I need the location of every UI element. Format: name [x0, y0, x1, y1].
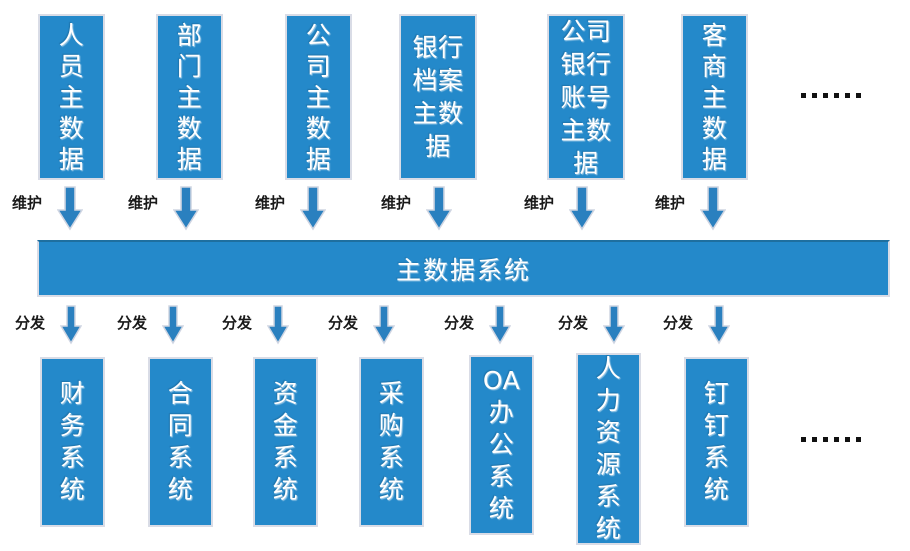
target-box-human-resources-label: 人力资源系统 — [595, 354, 622, 543]
maintain-label-3: 维护 — [255, 194, 286, 212]
target-box-procurement-label: 采购系统 — [378, 379, 405, 504]
dispatch-label-3: 分发 — [222, 314, 253, 332]
target-box-funds[interactable]: 资金系统 — [253, 357, 318, 527]
target-box-funds-label: 资金系统 — [272, 379, 299, 504]
target-box-dingtalk[interactable]: 钉钉系统 — [684, 357, 749, 527]
master-data-system-label: 主数据系统 — [395, 255, 531, 285]
source-box-personnel-label: 人员主数据 — [58, 20, 85, 174]
source-box-personnel[interactable]: 人员主数据 — [38, 14, 105, 180]
target-box-human-resources[interactable]: 人力资源系统 — [576, 353, 641, 545]
source-box-company-bank-account[interactable]: 公司银行账号主数据 — [547, 14, 625, 180]
target-box-contract-label: 合同系统 — [167, 379, 194, 504]
dispatch-arrow-icon-2 — [162, 305, 184, 345]
dispatch-label-7: 分发 — [663, 314, 694, 332]
dispatch-arrow-icon-3 — [267, 305, 289, 345]
source-box-customer-supplier[interactable]: 客商主数据 — [681, 14, 748, 180]
maintain-label-5: 维护 — [524, 194, 555, 212]
source-box-company-bank-account-label: 公司银行账号主数据 — [560, 16, 612, 178]
dispatch-arrow-icon-5 — [489, 305, 511, 345]
maintain-arrow-icon-3 — [300, 186, 326, 231]
source-box-bank-archive[interactable]: 银行档案主数据 — [399, 14, 477, 180]
master-data-system-bar[interactable]: 主数据系统 — [37, 240, 890, 297]
source-row-ellipsis — [801, 93, 861, 98]
source-box-department[interactable]: 部门主数据 — [156, 14, 223, 180]
maintain-arrow-icon-6 — [700, 186, 726, 231]
source-box-customer-supplier-label: 客商主数据 — [701, 20, 728, 174]
maintain-arrow-icon-2 — [173, 186, 199, 231]
maintain-label-1: 维护 — [12, 194, 43, 212]
maintain-label-4: 维护 — [381, 194, 412, 212]
target-box-dingtalk-label: 钉钉系统 — [703, 379, 730, 504]
dispatch-label-5: 分发 — [444, 314, 475, 332]
dispatch-label-4: 分发 — [328, 314, 359, 332]
maintain-arrow-icon-5 — [569, 186, 595, 231]
dispatch-arrow-icon-1 — [60, 305, 82, 345]
target-box-contract[interactable]: 合同系统 — [148, 357, 213, 527]
dispatch-arrow-icon-7 — [708, 305, 730, 345]
dispatch-label-6: 分发 — [558, 314, 589, 332]
maintain-arrow-icon-4 — [426, 186, 452, 231]
dispatch-arrow-icon-4 — [373, 305, 395, 345]
maintain-label-2: 维护 — [128, 194, 159, 212]
target-box-finance[interactable]: 财务系统 — [40, 357, 105, 527]
source-box-company-label: 公司主数据 — [305, 20, 332, 174]
dispatch-label-2: 分发 — [117, 314, 148, 332]
dispatch-label-1: 分发 — [15, 314, 46, 332]
target-box-procurement[interactable]: 采购系统 — [359, 357, 424, 527]
maintain-label-6: 维护 — [655, 194, 686, 212]
source-box-company[interactable]: 公司主数据 — [285, 14, 352, 180]
target-row-ellipsis — [801, 437, 861, 442]
target-box-finance-label: 财务系统 — [59, 379, 86, 504]
source-box-bank-archive-label: 银行档案主数据 — [412, 33, 464, 161]
maintain-arrow-icon-1 — [57, 186, 83, 231]
dispatch-arrow-icon-6 — [603, 305, 625, 345]
source-box-department-label: 部门主数据 — [176, 20, 203, 174]
